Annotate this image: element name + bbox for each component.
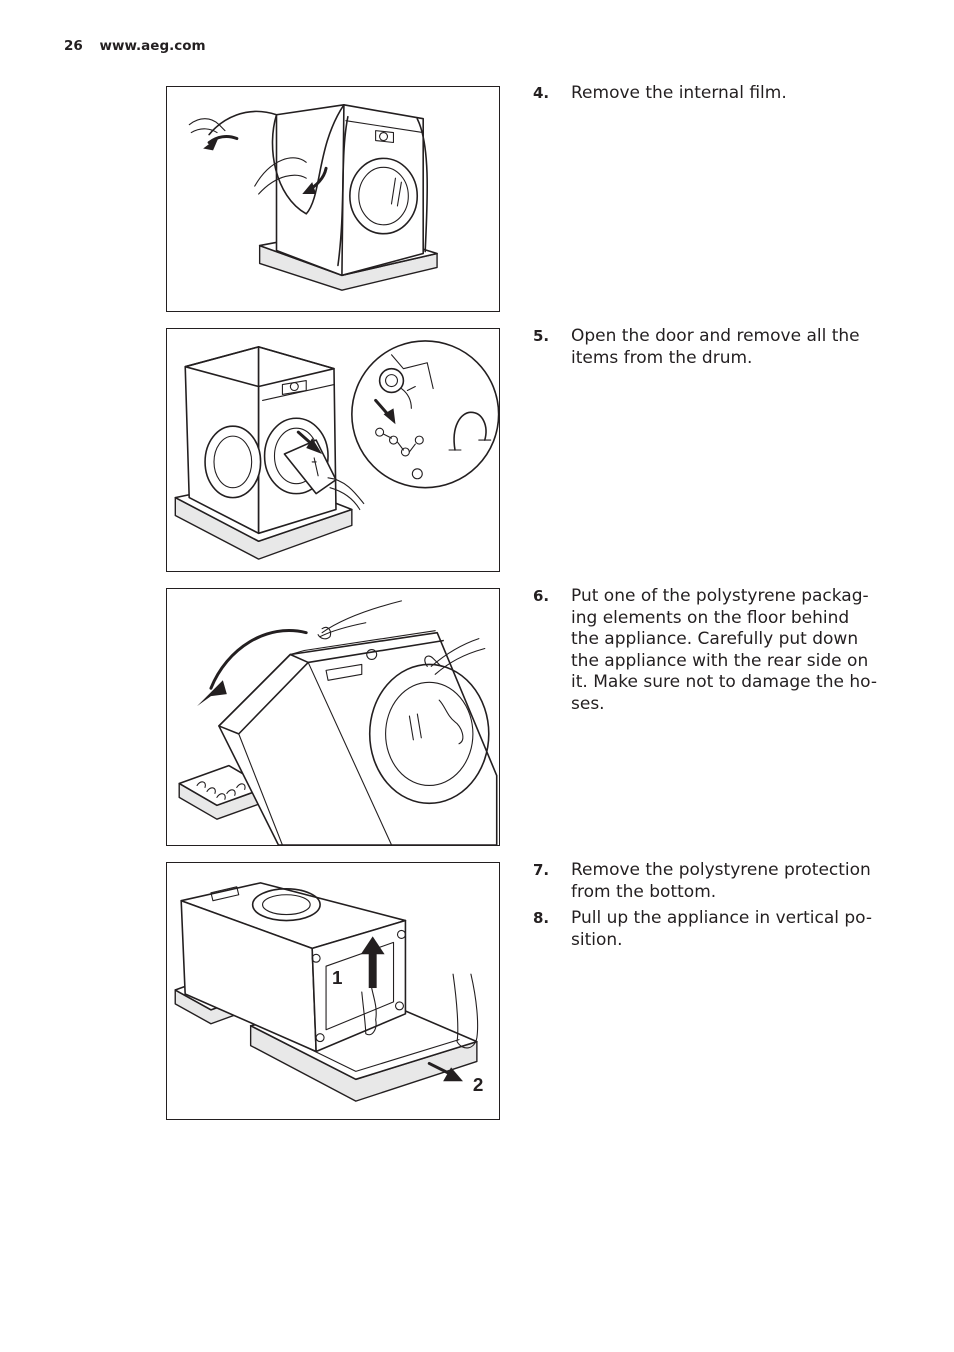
step-number: 7. <box>533 861 550 879</box>
step-number: 5. <box>533 327 550 345</box>
figure-remove-film <box>166 86 500 312</box>
step-text: Open the door and remove all the items f… <box>571 326 860 368</box>
figure-remove-items <box>166 328 500 572</box>
step-number: 6. <box>533 587 550 605</box>
illustration-remove-protection: 1 2 <box>174 882 483 1102</box>
arrow-label-1: 1 <box>332 967 342 988</box>
step-7: 7. Remove the polystyrene protection fro… <box>533 860 883 903</box>
step-text: Put one of the polystyrene packag- ing e… <box>571 586 877 714</box>
step-number: 4. <box>533 84 550 102</box>
page-number: 26 <box>64 38 83 54</box>
step-text: Pull up the appliance in vertical po- si… <box>571 908 873 950</box>
step-text: Remove the internal film. <box>571 83 787 103</box>
illustration-tilt-appliance <box>178 600 498 845</box>
website-url: www.aeg.com <box>99 38 206 54</box>
figure-remove-protection: 1 2 <box>166 862 500 1120</box>
step-6: 6. Put one of the polystyrene packag- in… <box>533 586 883 715</box>
step-8: 8. Pull up the appliance in vertical po-… <box>533 908 883 951</box>
step-number: 8. <box>533 909 550 927</box>
step-5: 5. Open the door and remove all the item… <box>533 326 883 369</box>
arrow-label-2: 2 <box>473 1074 483 1095</box>
step-4: 4. Remove the internal film. <box>533 83 883 105</box>
figure-tilt-appliance <box>166 588 500 846</box>
step-text: Remove the polystyrene protection from t… <box>571 860 871 902</box>
illustration-remove-film <box>188 104 438 291</box>
illustration-remove-items <box>174 340 499 560</box>
page-header: 26 www.aeg.com <box>64 38 206 54</box>
